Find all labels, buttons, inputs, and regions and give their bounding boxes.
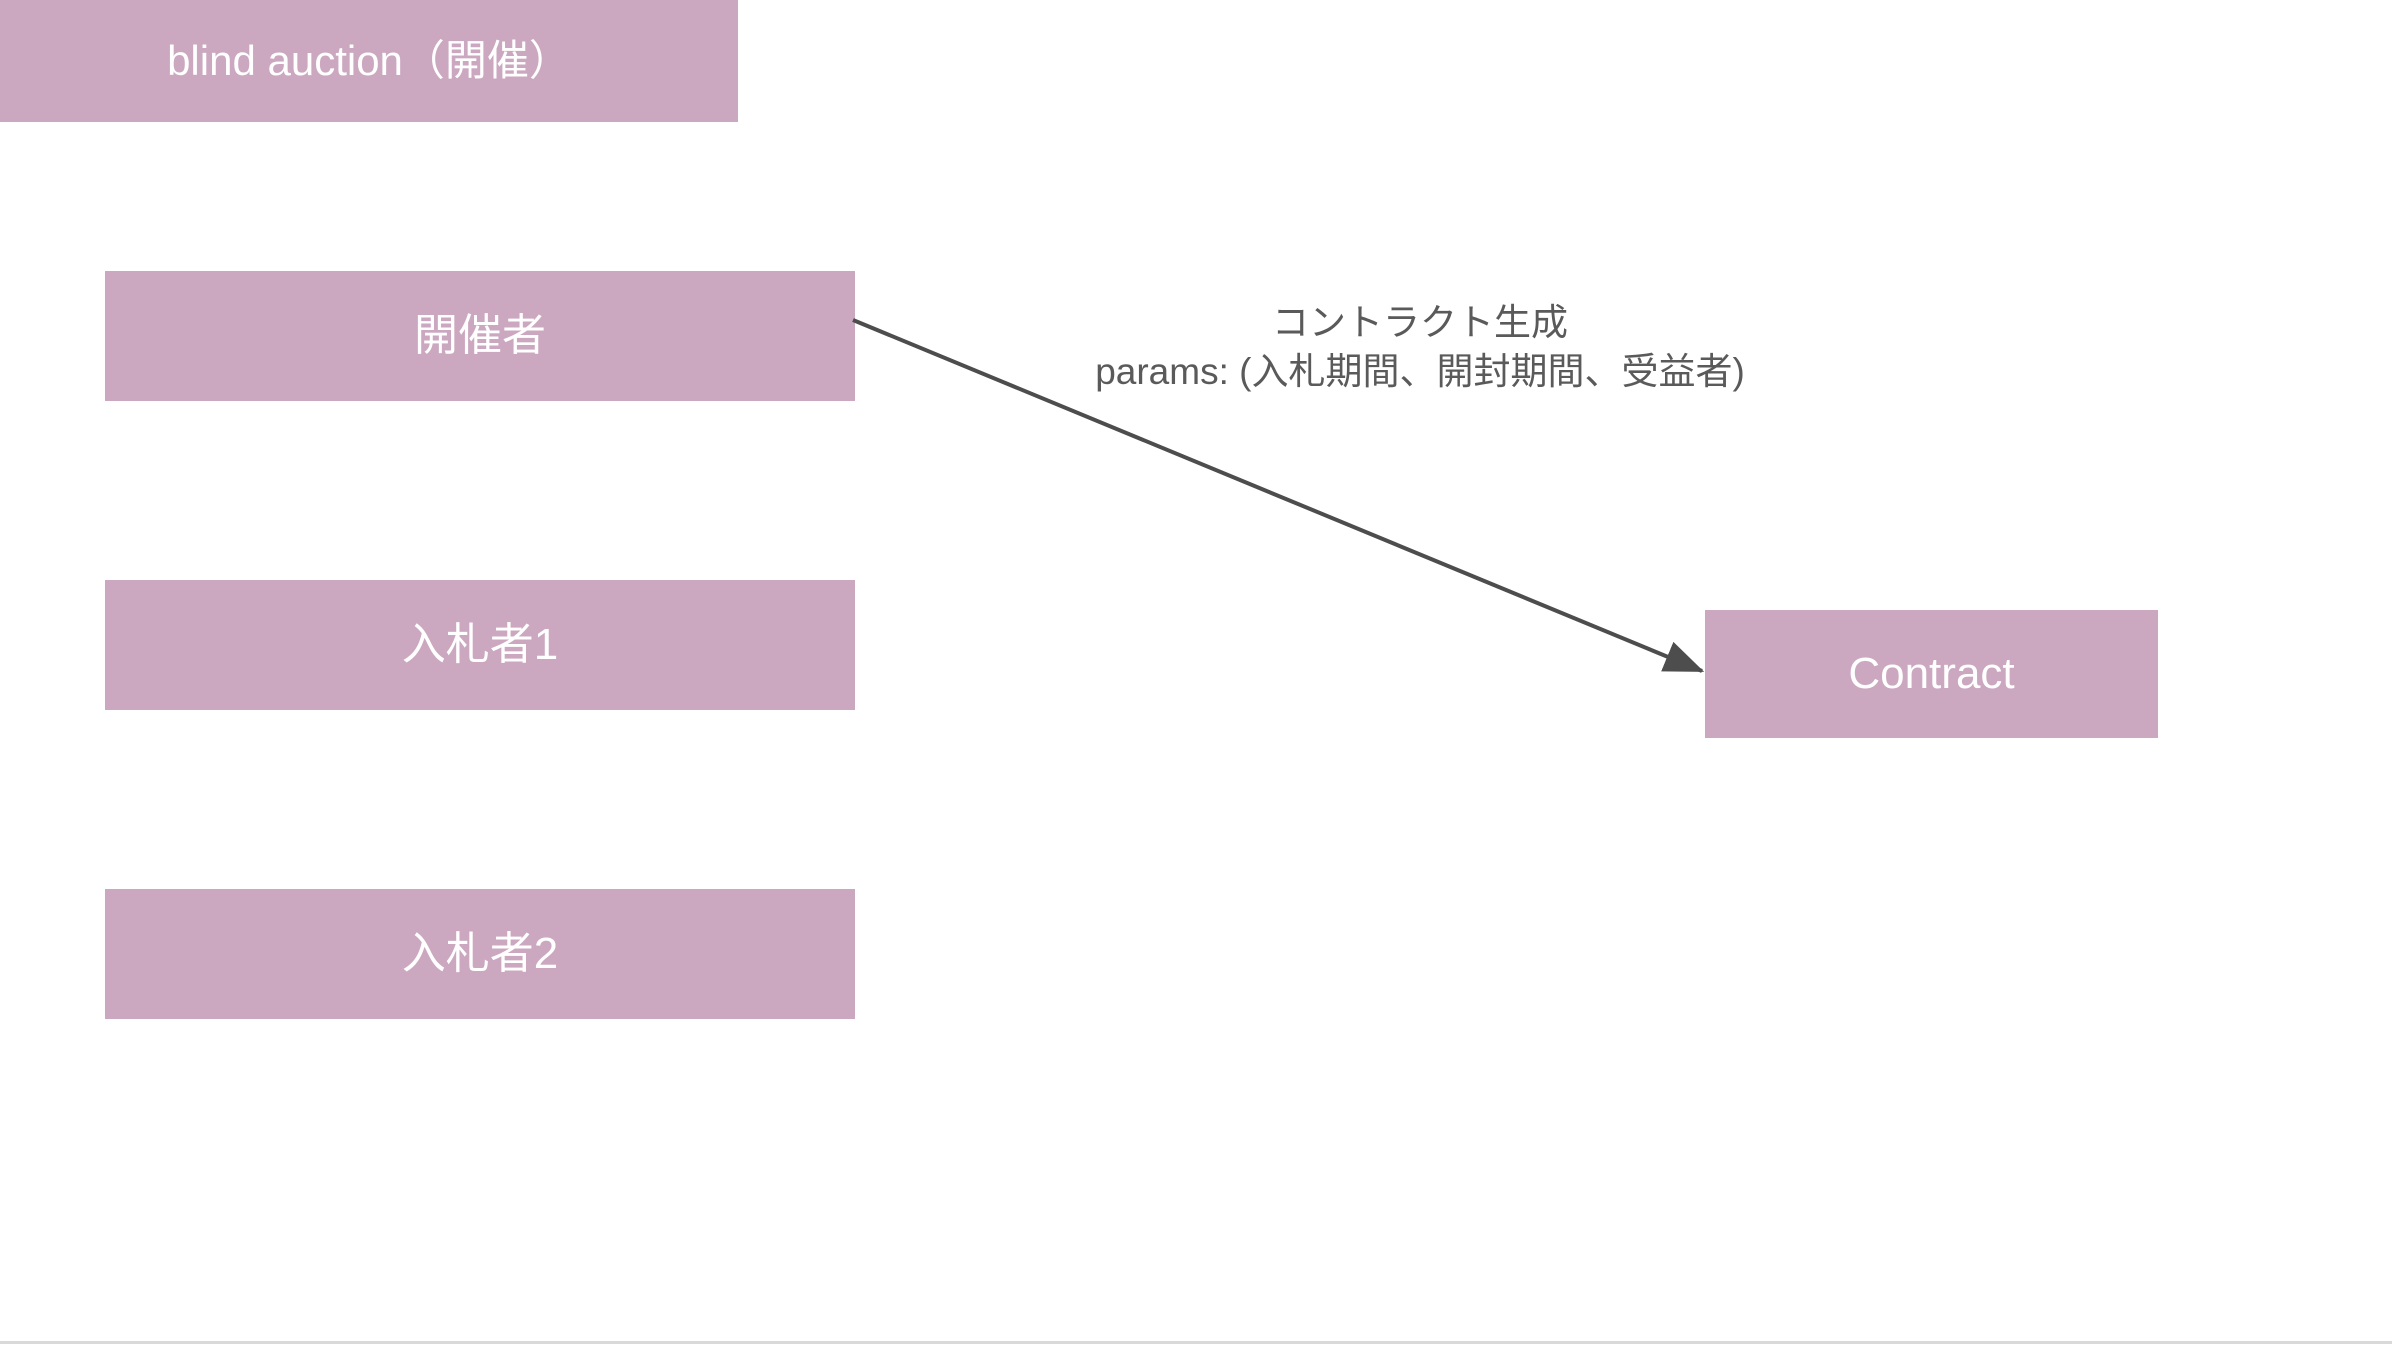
lifeline-label-organizer: 開催者 <box>414 310 546 360</box>
lifeline-label-bidder1: 入札者1 <box>401 619 559 669</box>
lifeline-label-bidder2: 入札者2 <box>401 928 559 978</box>
message-label-create-contract: コントラクト生成 params: (入札期間、開封期間、受益者) <box>820 298 2020 396</box>
message-label-line1: コントラクト生成 <box>1272 302 1568 343</box>
lifeline-box-bidder2[interactable]: 入札者2 <box>105 889 855 1019</box>
lifeline-box-bidder1[interactable]: 入札者1 <box>105 580 855 710</box>
object-label-contract: Contract <box>1848 648 2015 698</box>
bottom-divider <box>0 1341 2392 1344</box>
diagram-title-box[interactable]: blind auction（開催） <box>0 0 738 122</box>
message-label-line2: params: (入札期間、開封期間、受益者) <box>1095 351 1745 392</box>
lifeline-box-organizer[interactable]: 開催者 <box>105 271 855 401</box>
object-box-contract[interactable]: Contract <box>1705 610 2158 738</box>
diagram-title-label: blind auction（開催） <box>167 36 571 84</box>
